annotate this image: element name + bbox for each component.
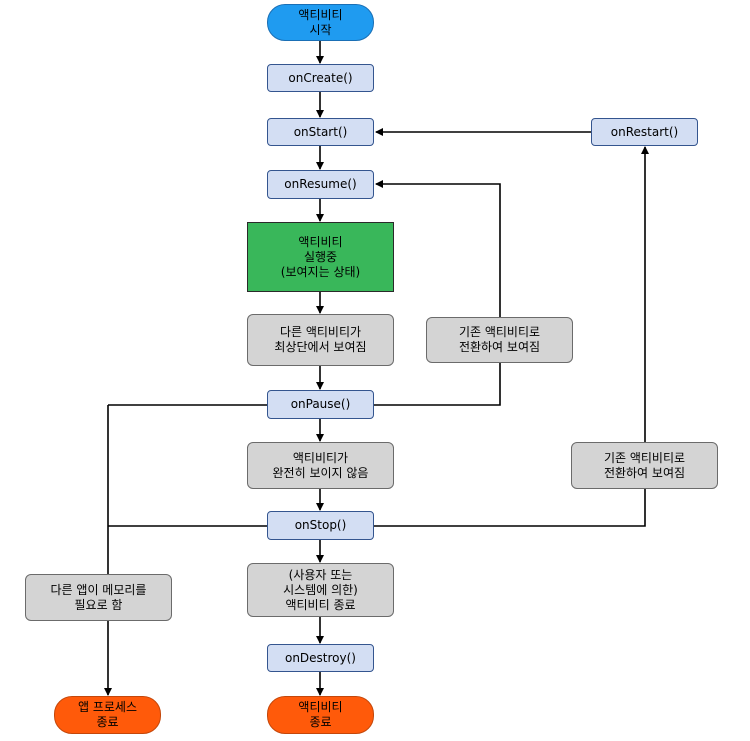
finished-node: (사용자 또는 시스템에 의한) 액티비티 종료 — [247, 563, 394, 617]
start-line-2: 시작 — [309, 22, 332, 37]
running-line-3: (보여지는 상태) — [280, 264, 361, 279]
onstop-label: onStop() — [294, 518, 347, 532]
other-top-line-2: 최상단에서 보여짐 — [274, 340, 367, 354]
start-node: 액티비티 시작 — [267, 4, 374, 41]
onpause-node: onPause() — [267, 390, 374, 419]
back-to-existing-1-line-2: 전환하여 보여짐 — [458, 340, 541, 354]
back-to-existing-1-line-1: 기존 액티비티로 — [458, 325, 541, 339]
onresume-label: onResume() — [284, 177, 357, 191]
other-top-node: 다른 액티비티가 최상단에서 보여짐 — [247, 314, 394, 366]
end-line-2: 종료 — [309, 715, 332, 729]
back-to-existing-2-line-2: 전환하여 보여짐 — [603, 465, 686, 480]
end-line-1: 액티비티 — [298, 700, 343, 714]
finished-line-3: 액티비티 종료 — [285, 597, 356, 612]
oncreate-node: onCreate() — [267, 64, 374, 92]
edge-onstop-onrestart — [374, 146, 649, 527]
back-to-existing-2-line-1: 기존 액티비티로 — [603, 450, 686, 465]
onstart-label: onStart() — [293, 124, 348, 139]
finished-line-2: 시스템에 의한) — [283, 582, 358, 597]
back-to-existing-node-2: 기존 액티비티로 전환하여 보여짐 — [571, 442, 718, 489]
process-killed-line-2: 종료 — [96, 715, 119, 729]
running-line-2: 실행중 — [303, 249, 338, 264]
low-memory-line-1: 다른 앱이 메모리를 — [50, 582, 147, 597]
other-top-line-1: 다른 액티비티가 — [279, 325, 362, 339]
process-killed-node: 앱 프로세스 종료 — [54, 696, 161, 734]
finished-line-1: (사용자 또는 — [288, 567, 353, 582]
not-visible-line-2: 완전히 보이지 않음 — [272, 465, 369, 480]
start-line-1: 액티비티 — [298, 7, 343, 22]
back-to-existing-node-1: 기존 액티비티로 전환하여 보여짐 — [426, 317, 573, 363]
edge-onpause-onresume — [374, 180, 501, 406]
not-visible-node: 액티비티가 완전히 보이지 않음 — [247, 442, 394, 489]
running-line-1: 액티비티 — [298, 234, 343, 249]
end-node: 액티비티 종료 — [267, 696, 374, 734]
running-node: 액티비티 실행중 (보여지는 상태) — [247, 222, 394, 292]
onstart-node: onStart() — [267, 118, 374, 146]
not-visible-line-1: 액티비티가 — [292, 450, 349, 465]
low-memory-node: 다른 앱이 메모리를 필요로 함 — [25, 574, 172, 621]
ondestroy-node: onDestroy() — [267, 644, 374, 672]
ondestroy-label: onDestroy() — [284, 650, 356, 665]
process-killed-line-1: 앱 프로세스 — [77, 700, 137, 714]
onresume-node: onResume() — [267, 170, 374, 199]
onpause-label: onPause() — [290, 397, 351, 411]
onstop-node: onStop() — [267, 511, 374, 540]
low-memory-line-2: 필요로 함 — [74, 597, 123, 612]
onrestart-node: onRestart() — [591, 118, 698, 146]
oncreate-label: onCreate() — [288, 70, 353, 85]
onrestart-label: onRestart() — [610, 124, 679, 139]
